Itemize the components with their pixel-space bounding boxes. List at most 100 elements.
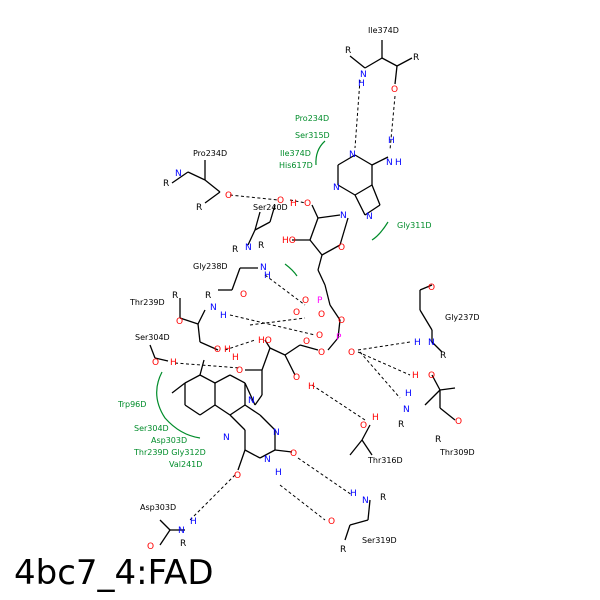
atom-H: H bbox=[190, 517, 197, 527]
hydrophobic-label-val241: Val241D bbox=[169, 460, 202, 469]
hydrogen-bonds bbox=[174, 79, 411, 521]
atom-R: R bbox=[172, 291, 178, 301]
atom-R: R bbox=[413, 53, 419, 63]
hydrophobic-label-his617: His617D bbox=[279, 161, 313, 170]
thr316-residue bbox=[349, 424, 373, 456]
atom-labels: N H O H N H N N N N O O H O O N R R HO N… bbox=[147, 46, 462, 555]
hydrophobic-label-ser315: Ser315D bbox=[295, 131, 330, 140]
residue-label-thr316: Thr316D bbox=[367, 456, 403, 465]
atom-R: R bbox=[163, 179, 169, 189]
atom-H: H bbox=[350, 489, 357, 499]
atom-H: H bbox=[170, 358, 177, 368]
residue-label-thr239: Thr239D bbox=[129, 298, 165, 307]
atom-O: O bbox=[293, 373, 300, 383]
atom-N: N bbox=[260, 263, 267, 273]
residue-label-ser240: Ser240D bbox=[253, 203, 288, 212]
atom-O: O bbox=[428, 371, 435, 381]
atom-N: N bbox=[175, 169, 182, 179]
atom-R: R bbox=[345, 46, 351, 56]
atom-N: N bbox=[223, 433, 230, 443]
hydrophobic-contacts bbox=[156, 140, 389, 439]
atom-N: N bbox=[386, 158, 393, 168]
atom-P: P bbox=[317, 296, 323, 306]
ser304-residue bbox=[149, 344, 169, 362]
atom-N: N bbox=[403, 405, 410, 415]
atom-R: R bbox=[205, 291, 211, 301]
atom-N: N bbox=[340, 211, 347, 221]
atom-O: O bbox=[225, 191, 232, 201]
residue-label-gly238: Gly238D bbox=[193, 262, 228, 271]
atom-N: N bbox=[333, 183, 340, 193]
atom-H: H bbox=[388, 136, 395, 146]
adenine-ring bbox=[337, 154, 389, 216]
residue-label-thr309: Thr309D bbox=[439, 448, 475, 457]
atom-N: N bbox=[428, 338, 435, 348]
hydrophobic-label-asp303: Asp303D bbox=[151, 436, 187, 445]
ribose-ring bbox=[292, 204, 349, 286]
atom-O: O bbox=[236, 366, 243, 376]
hydrophobic-label-thr239-gly312: Thr239D Gly312D bbox=[133, 448, 206, 457]
phosphate-chain bbox=[324, 284, 341, 351]
residue-label-ile374: Ile374D bbox=[368, 26, 399, 35]
atom-N: N bbox=[248, 396, 255, 406]
atom-O: O bbox=[277, 196, 284, 206]
atom-N: N bbox=[245, 243, 252, 253]
atom-R: R bbox=[196, 203, 202, 213]
atom-N: N bbox=[273, 428, 280, 438]
thr309-residue bbox=[424, 374, 456, 421]
residue-label-ser304: Ser304D bbox=[135, 333, 170, 342]
atom-H: H bbox=[264, 271, 271, 281]
hydrophobic-label-gly311: Gly311D bbox=[397, 221, 432, 230]
residue-label-pro234: Pro234D bbox=[193, 149, 227, 158]
atom-O: O bbox=[214, 345, 221, 355]
atom-N: N bbox=[360, 70, 367, 80]
atom-O: O bbox=[391, 85, 398, 95]
atom-R: R bbox=[340, 545, 346, 555]
atom-R: R bbox=[258, 241, 264, 251]
hydrophobic-label-pro234: Pro234D bbox=[295, 114, 329, 123]
atom-O: O bbox=[302, 296, 309, 306]
atom-O: O bbox=[360, 421, 367, 431]
atom-O: O bbox=[348, 348, 355, 358]
residue-label-ser319: Ser319D bbox=[362, 536, 397, 545]
atom-H: H bbox=[275, 468, 282, 478]
atom-O: O bbox=[293, 308, 300, 318]
atom-O: O bbox=[304, 199, 311, 209]
hydrophobic-label-ser304: Ser304D bbox=[134, 424, 169, 433]
atom-H: H bbox=[372, 413, 379, 423]
atom-O: O bbox=[338, 316, 345, 326]
atom-O: O bbox=[338, 243, 345, 253]
atom-R: R bbox=[380, 493, 386, 503]
atom-N: N bbox=[178, 526, 185, 536]
atom-HO: HO bbox=[282, 236, 296, 246]
ribitol-chain bbox=[245, 339, 319, 406]
atom-O: O bbox=[303, 337, 310, 347]
ser319-residue bbox=[344, 499, 371, 541]
atom-R: R bbox=[440, 351, 446, 361]
atom-O: O bbox=[316, 331, 323, 341]
thr239-residue bbox=[179, 298, 219, 351]
atom-H: H bbox=[405, 389, 412, 399]
ser240-residue bbox=[247, 204, 276, 246]
isoalloxazine-ring bbox=[171, 359, 293, 471]
atom-HO: HO bbox=[258, 336, 272, 346]
atom-N: N bbox=[349, 150, 356, 160]
atom-P: P bbox=[336, 333, 342, 343]
atom-H: H bbox=[358, 79, 365, 89]
gly238-residue bbox=[218, 267, 258, 291]
atom-N: N bbox=[366, 212, 373, 222]
residue-label-asp303: Asp303D bbox=[140, 503, 176, 512]
atom-R: R bbox=[180, 539, 186, 549]
residue-label-gly237: Gly237D bbox=[445, 313, 480, 322]
atom-O: O bbox=[240, 290, 247, 300]
atom-O: O bbox=[147, 542, 154, 552]
atom-O: O bbox=[428, 283, 435, 293]
atom-H: H bbox=[395, 158, 402, 168]
atom-N: N bbox=[264, 455, 271, 465]
atom-O: O bbox=[318, 348, 325, 358]
gly237-residue bbox=[419, 284, 443, 353]
atom-H: H bbox=[290, 199, 297, 209]
atom-O: O bbox=[234, 471, 241, 481]
atom-O: O bbox=[455, 417, 462, 427]
